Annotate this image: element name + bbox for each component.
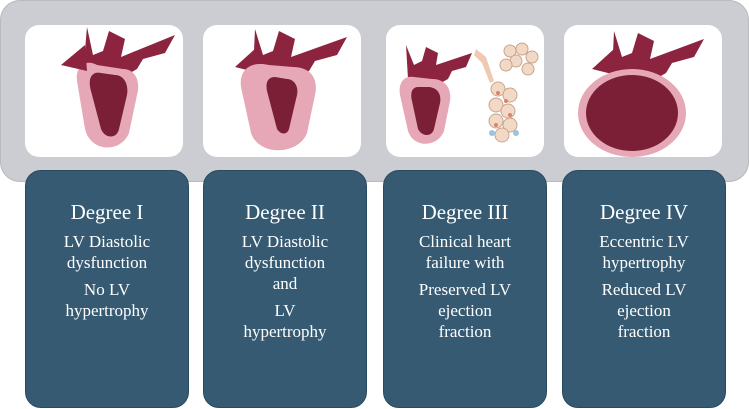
- heart-and-lungs-icon: [399, 42, 539, 144]
- stage-line: hypertrophy: [602, 253, 686, 272]
- stage-line: Clinical heart: [418, 232, 512, 251]
- stage-line: hypertrophy: [243, 322, 327, 341]
- stage-line: Reduced LV: [601, 280, 687, 299]
- image-frame-2: [203, 25, 361, 157]
- stage-line: fraction: [438, 322, 492, 341]
- stage-line: dysfunction: [66, 253, 148, 272]
- stage-title: Degree I: [70, 200, 144, 224]
- hypertrophic-heart-icon: [235, 29, 347, 151]
- stage-line: LV Diastolic: [63, 232, 151, 251]
- stage-line: ejection: [617, 301, 671, 320]
- stage-line: hypertrophy: [65, 301, 149, 320]
- image-frame-3: [386, 25, 544, 157]
- stage-card-2: Degree II LV Diastolic dysfunction and L…: [203, 170, 367, 408]
- image-frame-4: [564, 25, 722, 157]
- stage-line: failure with: [425, 253, 505, 272]
- stage-title: Degree IV: [599, 200, 689, 224]
- image-frame-1: [25, 25, 183, 157]
- stage-line: Eccentric LV: [599, 232, 689, 251]
- stage-line: dysfunction: [244, 253, 326, 272]
- stage-line: fraction: [617, 322, 671, 341]
- stage-line: LV: [274, 301, 296, 320]
- stage-line: No LV: [83, 280, 131, 299]
- stage-line: and: [272, 274, 298, 293]
- stage-title: Degree III: [421, 200, 509, 224]
- stage-line: Preserved LV: [418, 280, 512, 299]
- stage-line: ejection: [438, 301, 492, 320]
- stage-line: LV Diastolic: [241, 232, 329, 251]
- stage-card-1: Degree I LV Diastolic dysfunction No LV …: [25, 170, 189, 408]
- stage-card-4: Degree IV Eccentric LV hypertrophy Reduc…: [562, 170, 726, 408]
- stage-card-3: Degree III Clinical heart failure with P…: [383, 170, 547, 408]
- stage-title: Degree II: [245, 200, 325, 224]
- normal-heart-icon: [61, 27, 175, 148]
- dilated-heart-icon: [578, 31, 704, 157]
